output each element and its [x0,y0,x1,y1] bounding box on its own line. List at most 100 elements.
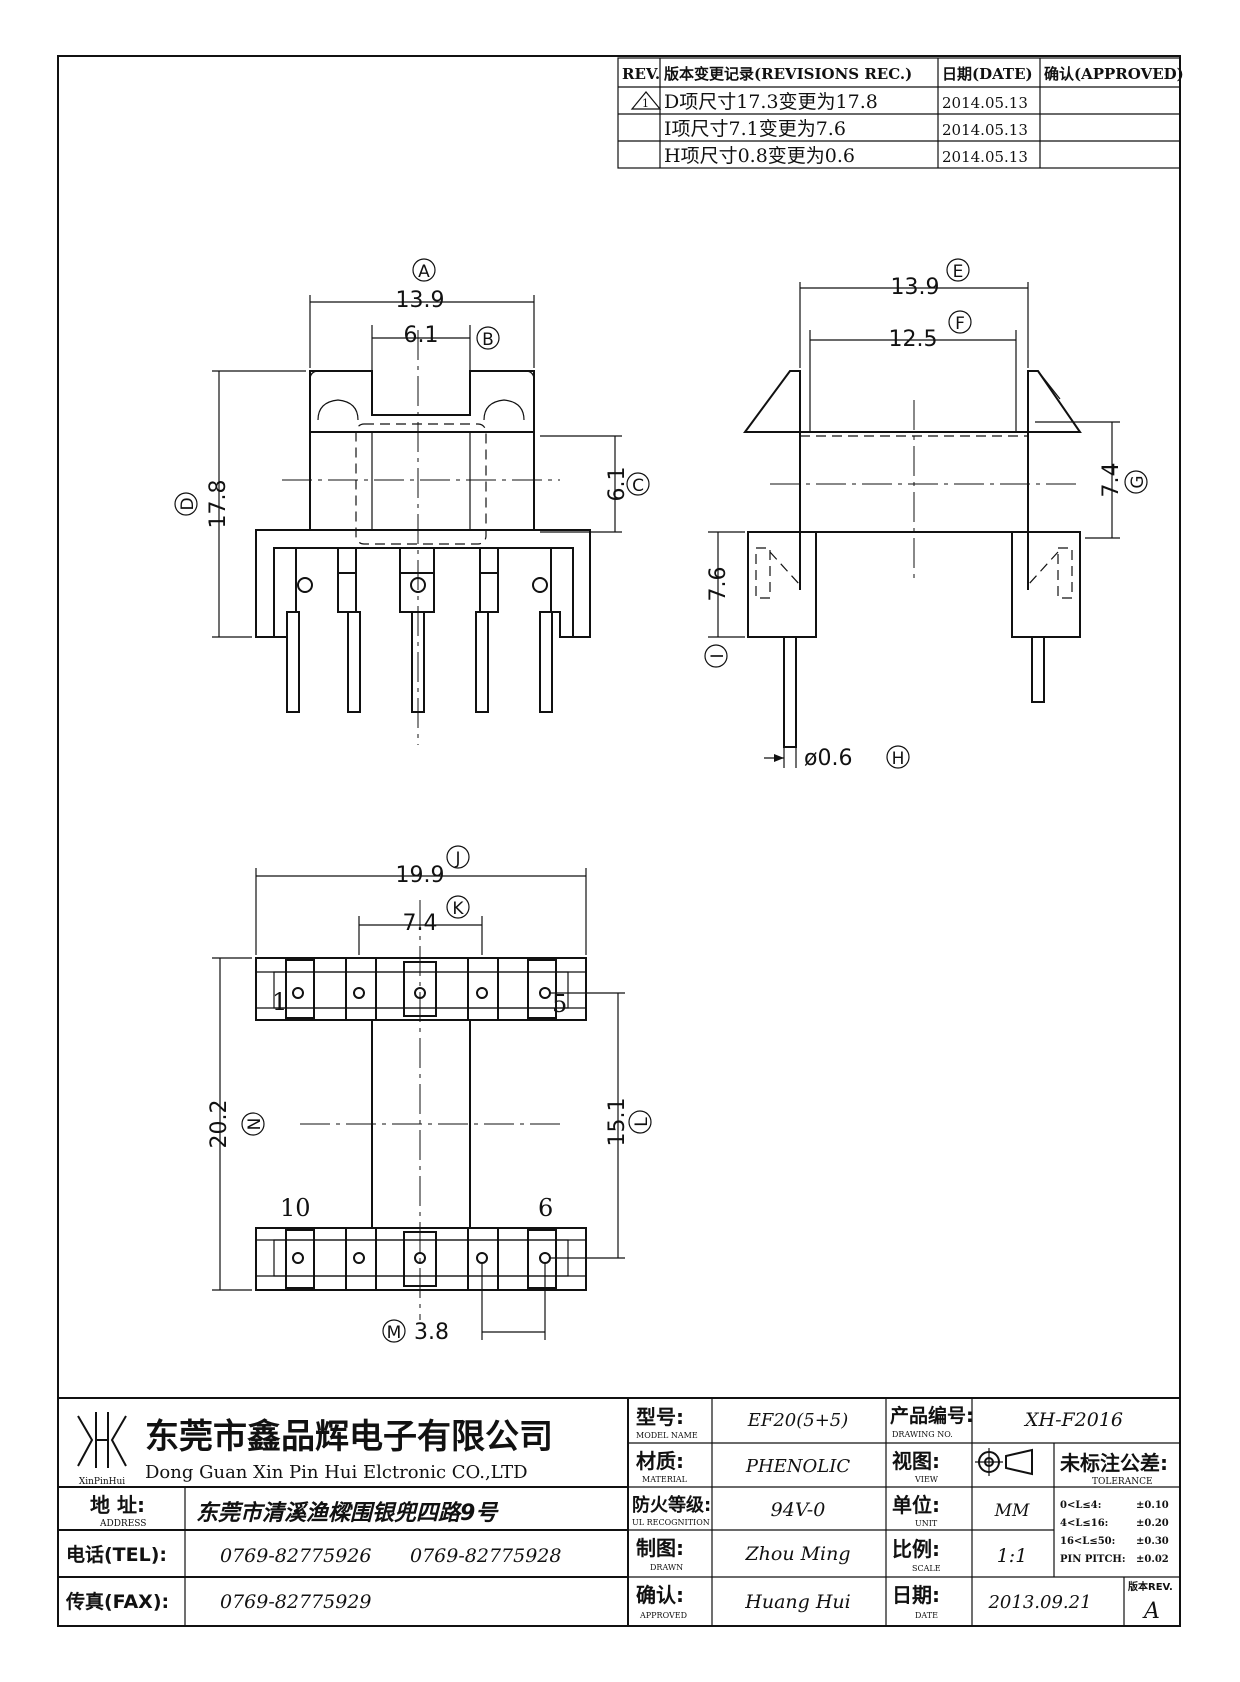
tel-2: 0769-82775928 [410,1545,561,1567]
svg-text:1: 1 [642,97,649,110]
company-name-en: Dong Guan Xin Pin Hui Elctronic CO.,LTD [145,1462,528,1483]
tol-range-4: PIN PITCH: [1060,1554,1126,1565]
address-sub: ADDRESS [99,1519,146,1529]
scale-value: 1:1 [997,1545,1028,1567]
title-block: XinPinHui 东莞市鑫品辉电子有限公司 Dong Guan Xin Pin… [58,1397,1180,1626]
drawing-no-label: 产品编号: [890,1404,974,1427]
tol-value-3: ±0.30 [1136,1536,1169,1547]
pin-label-6: 6 [538,1194,553,1222]
revision-row-1: D项尺寸17.3变更为17.8 [664,91,878,113]
view-label: 视图: [892,1449,940,1473]
ul-label: 防火等级: [632,1494,711,1516]
dim-i-value: 7.6 [706,567,731,602]
rev-header: REV. [622,65,660,83]
dim-j-value: 19.9 [396,863,445,888]
unit-sub: UNIT [915,1519,938,1528]
material-sub: MATERIAL [642,1475,688,1484]
dim-a-value: 13.9 [396,288,445,313]
drawn-sub: DRAWN [650,1563,683,1572]
approved-sub: APPROVED [639,1611,687,1620]
model-sub: MODEL NAME [636,1431,698,1440]
dim-b-value: 6.1 [404,323,439,348]
drawing-no-sub: DRAWING NO. [892,1430,953,1439]
ul-sub: UL RECOGNITION [632,1518,710,1527]
dim-n-value: 20.2 [207,1100,232,1149]
fax-value: 0769-82775929 [220,1591,371,1613]
dim-j-label: J [454,849,460,869]
revision-table: REV. 版本变更记录(REVISIONS REC.) 日期(DATE) 确认(… [617,57,1184,169]
tol-value-2: ±0.20 [1136,1518,1169,1529]
rev-label: 版本REV. [1128,1580,1173,1593]
pin-label-1: 1 [272,988,287,1016]
date-label: 日期: [892,1583,940,1607]
tel-1: 0769-82775926 [220,1545,371,1567]
fax-label: 传真(FAX): [65,1590,169,1613]
tolerance-sub: TOLERANCE [1092,1477,1153,1487]
tol-range-3: 16<L≤50: [1060,1536,1115,1547]
dim-g-value: 7.4 [1099,463,1124,498]
unit-value: MM [994,1501,1030,1521]
dim-b-label: B [482,330,494,350]
tel-label: 电话(TEL): [66,1543,167,1566]
revision-date-3: 2014.05.13 [942,148,1028,166]
dim-f-value: 12.5 [889,327,938,352]
date-header: 日期(DATE) [942,65,1033,83]
dim-k-label: K [452,899,464,919]
revision-row-2: I项尺寸7.1变更为7.6 [664,118,846,140]
record-header: 版本变更记录(REVISIONS REC.) [664,65,912,83]
address-value: 东莞市清溪渔樑围银兜四路9号 [196,1500,499,1526]
pin-label-10: 10 [280,1194,311,1222]
drawn-value: Zhou Ming [744,1543,850,1565]
tol-value-4: ±0.02 [1136,1554,1169,1565]
tol-range-1: 0<L≤4: [1060,1500,1101,1511]
approved-label: 确认: [636,1583,684,1607]
pin-label-5: 5 [552,990,567,1018]
company-name-cn: 东莞市鑫品辉电子有限公司 [145,1417,553,1457]
date-sub: DATE [915,1611,938,1620]
tol-value-1: ±0.10 [1136,1500,1169,1511]
dim-c-value: 6.1 [605,467,630,502]
revision-date-2: 2014.05.13 [942,121,1028,139]
drawing-no-value: XH-F2016 [1023,1409,1123,1431]
drawn-label: 制图: [636,1536,684,1560]
dim-l-label: L [632,1117,652,1127]
material-value: PHENOLIC [745,1456,851,1477]
view-sub: VIEW [914,1475,939,1484]
dim-e-label: E [953,262,964,282]
scale-sub: SCALE [912,1564,941,1573]
address-label: 地 址: [90,1493,145,1517]
material-label: 材质: [636,1449,684,1473]
dim-d-label: D [178,497,198,510]
dim-d-value: 17.8 [206,480,231,529]
dim-l-value: 15.1 [605,1098,630,1147]
approved-value: Huang Hui [744,1591,850,1613]
svg-text:XinPinHui: XinPinHui [79,1477,125,1487]
revision-date-1: 2014.05.13 [942,94,1028,112]
dim-e-value: 13.9 [891,275,940,300]
dim-a-label: A [418,262,430,282]
dim-m-value: 3.8 [414,1320,449,1345]
dim-f-label: F [955,314,965,334]
dim-h-label: H [892,749,905,769]
dim-m-label: M [387,1323,402,1343]
dim-k-value: 7.4 [403,911,438,936]
model-value: EF20(5+5) [747,1410,849,1431]
tolerance-label: 未标注公差: [1060,1451,1168,1475]
unit-label: 单位: [892,1493,940,1517]
company-logo: XinPinHui [77,1412,127,1487]
date-value: 2013.09.21 [987,1592,1091,1613]
dim-g-label: G [1128,475,1148,488]
ul-value: 94V-0 [771,1499,826,1521]
dim-h-value: ø0.6 [804,746,852,771]
dim-n-label: N [245,1118,265,1131]
dim-c-label: C [632,476,644,496]
dim-i-label: I [708,653,728,658]
rev-value: A [1142,1599,1160,1624]
scale-label: 比例: [892,1537,940,1561]
revision-row-3: H项尺寸0.8变更为0.6 [664,145,855,167]
side-view: 13.9 E 12.5 F 7.4 G 7.6 I ø0.6 H [704,258,1148,771]
front-view: 13.9 A 6.1 B 6.1 C 17.8 D [174,258,650,745]
revision-triangle-icon: 1 [630,91,662,110]
model-label: 型号: [636,1405,684,1429]
